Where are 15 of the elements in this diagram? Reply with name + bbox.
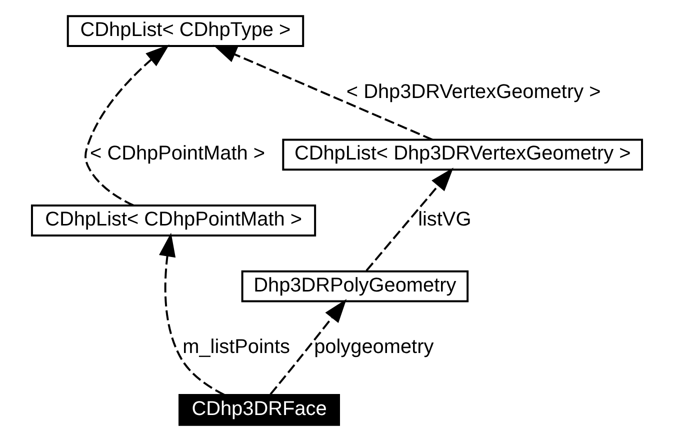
- edge-label: < CDhpPointMath >: [90, 142, 265, 165]
- edge-label: < Dhp3DRVertexGeometry >: [346, 80, 601, 103]
- edge-label: polygeometry: [314, 336, 434, 358]
- node-box: Dhp3DRPolyGeometry: [241, 270, 469, 302]
- arrow: [270, 299, 347, 395]
- node-box: CDhpList< CDhpPointMath >: [30, 204, 316, 236]
- arrow: [159, 232, 225, 396]
- node-box: CDhpList< CDhpType >: [66, 15, 304, 48]
- edge-label: listVG: [418, 208, 472, 230]
- arrow: [84, 44, 170, 206]
- node-box: CDhpList< Dhp3DRVertexGeometry >: [282, 138, 644, 171]
- arrow: [212, 44, 433, 141]
- node-box: CDhp3DRFace: [178, 394, 340, 426]
- arrow: [366, 168, 454, 272]
- edge-label: m_listPoints: [182, 336, 290, 358]
